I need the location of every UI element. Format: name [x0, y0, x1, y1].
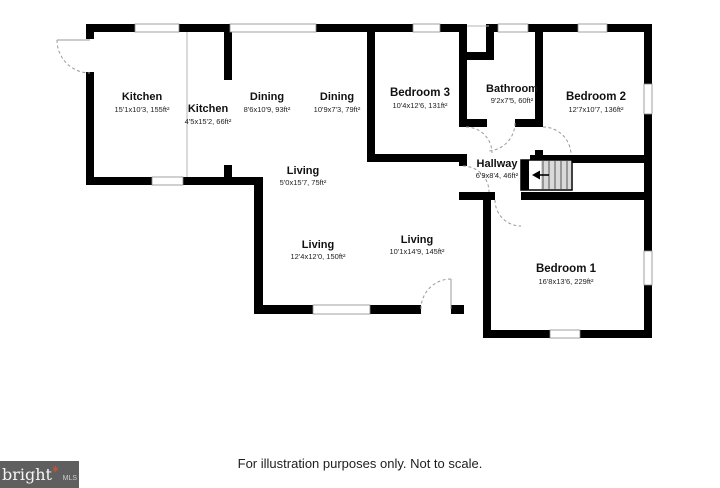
room-label-bathroom: Bathroom	[486, 83, 538, 95]
room-label-living-right: Living	[401, 234, 433, 246]
room-dims-bathroom: 9'2x7'5, 60ft²	[491, 96, 534, 105]
room-dims-hallway: 6'9x8'4, 46ft²	[476, 171, 519, 180]
room-labels: Kitchen 15'1x10'3, 155ft² Kitchen 4'5x15…	[115, 83, 627, 286]
windows	[134, 23, 653, 339]
logo-star-icon: ✱	[51, 464, 59, 474]
room-dims-dining-right: 10'9x7'3, 79ft²	[314, 105, 361, 114]
logo-brand-text: bright	[1, 464, 52, 484]
room-label-dining-right: Dining	[320, 91, 354, 103]
room-dims-bedroom-2: 12'7x10'7, 136ft²	[569, 105, 624, 114]
disclaimer-text: For illustration purposes only. Not to s…	[237, 456, 483, 471]
room-dims-living-top: 5'0x15'7, 75ft²	[280, 178, 327, 187]
room-label-dining-left: Dining	[250, 91, 284, 103]
room-label-hallway: Hallway	[477, 158, 519, 170]
room-dims-dining-left: 8'6x10'9, 93ft²	[244, 105, 291, 114]
room-dims-bedroom-1: 16'8x13'6, 229ft²	[539, 277, 594, 286]
room-label-kitchen-narrow: Kitchen	[188, 103, 229, 115]
bright-mls-logo: bright ✱ MLS	[0, 461, 79, 488]
room-dims-kitchen-main: 15'1x10'3, 155ft²	[115, 105, 170, 114]
stairs-arrow-icon	[532, 170, 549, 180]
room-dims-living-right: 10'1x14'9, 145ft²	[390, 247, 445, 256]
room-label-bedroom-2: Bedroom 2	[566, 91, 626, 103]
room-dims-living-mid: 12'4x12'0, 150ft²	[291, 252, 346, 261]
room-label-kitchen-main: Kitchen	[122, 91, 163, 103]
room-label-bedroom-3: Bedroom 3	[390, 87, 450, 99]
room-dims-kitchen-narrow: 4'5x15'2, 66ft²	[185, 117, 232, 126]
room-label-bedroom-1: Bedroom 1	[536, 263, 597, 275]
room-label-living-top: Living	[287, 165, 319, 177]
door-arcs	[56, 39, 572, 310]
room-label-living-mid: Living	[302, 239, 334, 251]
door-openings	[86, 39, 521, 314]
staircase	[520, 159, 573, 191]
room-dims-bedroom-3: 10'4x12'6, 131ft²	[393, 101, 448, 110]
logo-sub-text: MLS	[62, 475, 78, 482]
